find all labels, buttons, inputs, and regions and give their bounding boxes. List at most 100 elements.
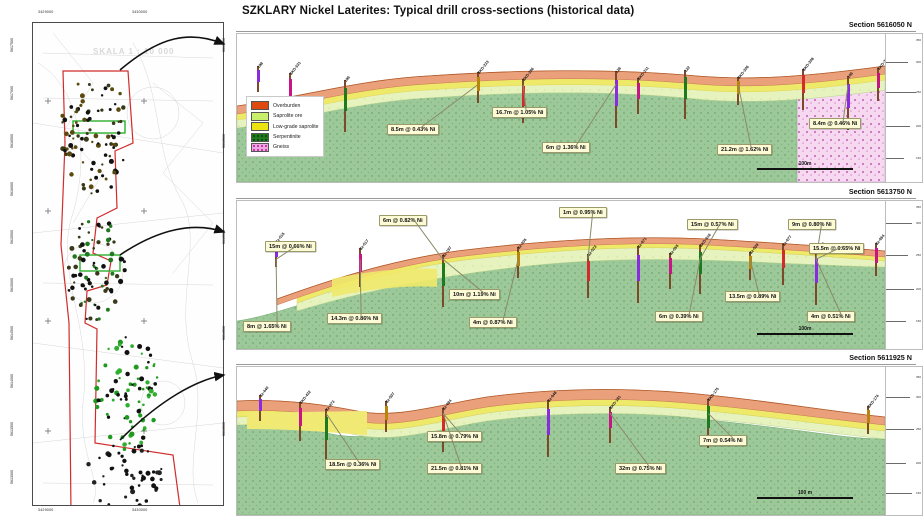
map-drillhole-collar	[138, 470, 143, 475]
drillhole-trace[interactable]	[258, 395, 262, 421]
drillhole-trace[interactable]	[801, 69, 805, 110]
map-drillhole-collar	[151, 483, 157, 489]
legend-item-overburden: Overburden	[251, 101, 319, 111]
map-drillhole-collar	[88, 184, 94, 190]
map-drillhole-collar	[103, 86, 108, 91]
map-drillhole-collar	[142, 428, 145, 432]
map-drillhole-collar	[69, 245, 75, 251]
assay-callout[interactable]: 6m @ 0.39% Ni	[655, 311, 703, 322]
assay-callout[interactable]: 4m @ 0.51% Ni	[807, 311, 855, 322]
map-drillhole-collar	[80, 242, 85, 247]
map-drillhole-collar	[61, 121, 64, 124]
drillhole-trace[interactable]	[846, 76, 850, 130]
assay-callout[interactable]: 7m @ 0.54% Ni	[699, 435, 747, 446]
drillhole-trace[interactable]	[384, 401, 388, 432]
drillhole-trace[interactable]	[608, 407, 612, 443]
drillhole-trace[interactable]	[876, 68, 880, 101]
assay-callout[interactable]: 21.5m @ 0.81% Ni	[427, 463, 483, 474]
drillhole-trace[interactable]	[614, 71, 618, 128]
drillhole-assay-segment	[298, 408, 302, 426]
map-drillhole-collar	[104, 177, 108, 181]
map-drillhole-collar	[80, 99, 85, 104]
assay-callout[interactable]: 13.5m @ 0.89% Ni	[725, 291, 781, 302]
assay-callout[interactable]: 14.3m @ 0.86% Ni	[327, 313, 383, 324]
drillhole-trace[interactable]	[324, 409, 328, 461]
drillhole-trace[interactable]	[683, 70, 687, 119]
assay-callout[interactable]: 6m @ 0.82% Ni	[379, 215, 427, 226]
map-drillhole-collar	[91, 238, 94, 242]
assay-callout[interactable]: 15m @ 0.57% Ni	[687, 219, 738, 230]
map-drillhole-collar	[133, 445, 136, 449]
drillhole-trace[interactable]	[256, 66, 260, 92]
map-drillhole-collar	[76, 82, 80, 86]
drillhole-trace[interactable]	[298, 402, 302, 441]
map-drillhole-collar	[100, 94, 104, 97]
section-3-geology	[237, 389, 885, 515]
map-drillhole-collar	[74, 121, 78, 124]
map-drillhole-collar	[94, 175, 99, 180]
legend-swatch-saprolite-ore	[251, 111, 269, 121]
assay-callout[interactable]: 18.5m @ 0.36% Ni	[325, 459, 381, 470]
map-drillhole-collar	[104, 143, 108, 146]
map-drillhole-collar	[66, 265, 71, 270]
map-drillhole-collar	[148, 353, 153, 357]
map-drillhole-collar	[107, 347, 110, 351]
legend-swatch-low-grade-saprolite	[251, 122, 269, 132]
map-drillhole-collar	[121, 464, 124, 467]
drillhole-trace[interactable]	[874, 243, 878, 276]
assay-callout[interactable]: 8.5m @ 0.43% Ni	[387, 124, 440, 135]
map-x-label-bottom-2: 3430000	[132, 508, 148, 512]
assay-callout[interactable]: 15.8m @ 0.79% Ni	[427, 431, 483, 442]
map-drillhole-collar	[151, 417, 156, 423]
map-drillhole-collar	[91, 140, 94, 144]
map-y-label-right-5: 5613500	[222, 422, 226, 436]
map-drillhole-collar	[133, 364, 139, 370]
map-drillhole-collar	[136, 444, 141, 449]
drillhole-trace[interactable]	[516, 247, 520, 278]
assay-callout[interactable]: 1m @ 0.95% Ni	[559, 207, 607, 218]
assay-callout[interactable]: 4m @ 0.87% Ni	[469, 317, 517, 328]
drillhole-trace[interactable]	[441, 255, 445, 307]
map-drillhole-collar	[117, 342, 122, 347]
map-drillhole-collar	[152, 392, 158, 397]
drillhole-trace[interactable]	[343, 80, 347, 132]
map-drillhole-collar	[103, 288, 108, 293]
assay-callout[interactable]: 6m @ 1.36% Ni	[542, 142, 590, 153]
assay-callout[interactable]: 10m @ 1.19% Ni	[449, 289, 500, 300]
assay-callout[interactable]: 9m @ 0.80% Ni	[788, 219, 836, 230]
map-drillhole-collar	[108, 257, 114, 263]
assay-callout[interactable]: 15m @ 0.66% Ni	[265, 241, 316, 252]
drillhole-trace[interactable]	[636, 78, 640, 114]
drillhole-trace[interactable]	[668, 253, 672, 289]
drillhole-trace[interactable]	[586, 254, 590, 298]
drillhole-trace[interactable]	[636, 246, 640, 303]
section-2-scale-label: 100m	[798, 326, 812, 332]
drillhole-trace[interactable]	[441, 408, 445, 452]
drillhole-trace[interactable]	[781, 244, 785, 285]
map-drillhole-collar	[145, 470, 151, 476]
section-3-rule	[236, 364, 916, 365]
drillhole-assay-segment	[546, 409, 550, 435]
map-drillhole-collar	[122, 447, 127, 452]
drillhole-assay-segment	[706, 406, 710, 428]
drillhole-trace[interactable]	[706, 399, 710, 448]
section-3-scale-rule	[757, 497, 853, 500]
drillhole-trace[interactable]	[546, 400, 550, 457]
map-drillhole-collar	[156, 470, 162, 476]
assay-callout[interactable]: 21.2m @ 1.62% Ni	[717, 144, 773, 155]
map-drillhole-collar	[91, 160, 96, 166]
drillhole-trace[interactable]	[476, 72, 480, 103]
assay-callout[interactable]: 8m @ 1.65% Ni	[243, 321, 291, 332]
drillhole-trace[interactable]	[698, 245, 702, 294]
assay-callout[interactable]: 32m @ 0.75% Ni	[615, 463, 666, 474]
drillhole-trace[interactable]	[866, 406, 870, 434]
map-drillhole-collar	[120, 454, 124, 458]
map-drillhole-collar	[117, 120, 120, 123]
drillhole-trace[interactable]	[288, 73, 292, 112]
map-drillhole-collar	[113, 379, 118, 384]
assay-callout[interactable]: 16.7m @ 1.05% Ni	[492, 107, 548, 118]
drillhole-trace[interactable]	[814, 251, 818, 305]
assay-callout[interactable]: 8.4m @ 0.46% Ni	[809, 118, 862, 129]
drillhole-assay-segment	[258, 399, 262, 411]
